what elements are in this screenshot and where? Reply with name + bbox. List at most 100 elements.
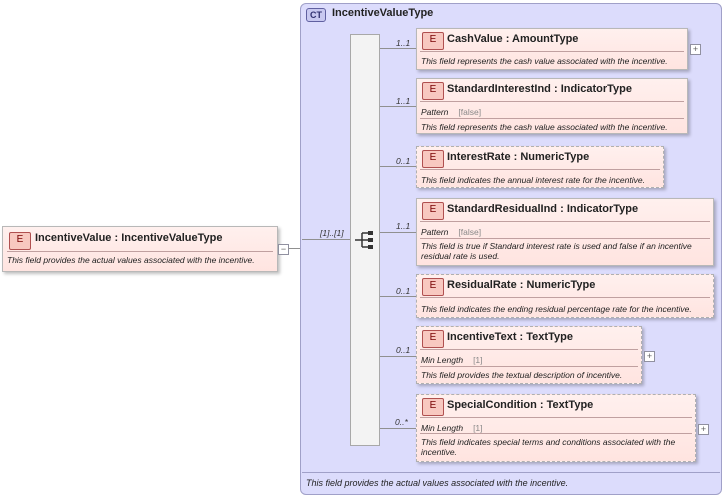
separator (420, 51, 684, 52)
separator (420, 169, 660, 170)
facet-label: Min Length (421, 355, 464, 365)
element-description: This field indicates the ending residual… (421, 304, 692, 314)
element-title: ResidualRate : NumericType (447, 279, 596, 291)
element-name: SpecialCondition (447, 399, 537, 411)
element-cash-value[interactable]: E CashValue : AmountType This field repr… (416, 28, 688, 70)
element-title: IncentiveText : TextType (447, 331, 573, 343)
element-type: IndicatorType (566, 203, 639, 215)
cardinality-label: 1..1 (396, 221, 411, 231)
element-name: CashValue (447, 33, 503, 45)
connector-line (380, 166, 416, 167)
cardinality-label: 0..1 (396, 345, 411, 355)
connector-line (288, 248, 302, 249)
facet-label: Min Length (421, 423, 464, 433)
expand-toggle[interactable]: + (698, 424, 709, 435)
cardinality-label: 0..1 (396, 286, 411, 296)
complex-type-title: IncentiveValueType (332, 7, 434, 19)
element-type: NumericType (526, 279, 596, 291)
element-title: InterestRate : NumericType (447, 151, 590, 163)
sequence-icon[interactable] (354, 230, 376, 250)
complex-type-badge: CT (306, 8, 326, 22)
element-residual-rate[interactable]: E ResidualRate : NumericType This field … (416, 274, 714, 318)
element-facet: Min Length [1] (421, 423, 483, 433)
complex-type-footer: This field provides the actual values as… (306, 478, 569, 488)
element-badge: E (422, 32, 444, 50)
element-standard-residual-ind[interactable]: E StandardResidualInd : IndicatorType Pa… (416, 198, 714, 266)
facet-label: Pattern (421, 107, 449, 117)
element-interest-rate[interactable]: E InterestRate : NumericType This field … (416, 146, 664, 188)
root-element-name: IncentiveValue (35, 232, 112, 244)
element-badge: E (422, 330, 444, 348)
element-description: This field is true if Standard interest … (421, 241, 713, 261)
element-type: TextType (546, 399, 594, 411)
element-badge: E (422, 202, 444, 220)
connector-line (380, 428, 416, 429)
facet-value: [1] (473, 423, 483, 433)
element-type: IndicatorType (560, 83, 632, 95)
cardinality-label: 0..1 (396, 156, 411, 166)
element-facet: Pattern [false] (421, 227, 481, 237)
element-badge: E (422, 82, 444, 100)
facet-label: Pattern (421, 227, 449, 237)
description-line: incentive. (421, 447, 457, 457)
element-type: NumericType (520, 151, 590, 163)
description-line: residual rate is used. (421, 251, 500, 261)
separator (420, 297, 710, 298)
root-element-description: This field provides the actual values as… (7, 255, 255, 265)
connector-line (380, 356, 416, 357)
element-type: AmountType (512, 33, 579, 45)
element-description: This field indicates the annual interest… (421, 175, 645, 185)
root-element[interactable]: E IncentiveValue : IncentiveValueType Th… (2, 226, 278, 272)
facet-value: [false] (458, 227, 482, 237)
separator (420, 349, 638, 350)
expand-toggle[interactable]: + (690, 44, 701, 55)
separator (302, 472, 720, 473)
collapse-toggle[interactable]: − (278, 244, 289, 255)
separator (420, 238, 710, 239)
element-standard-interest-ind[interactable]: E StandardInterestInd : IndicatorType Pa… (416, 78, 688, 134)
element-name: ResidualRate (447, 279, 517, 291)
cardinality-label: 1..1 (396, 96, 411, 106)
expand-toggle[interactable]: + (644, 351, 655, 362)
element-title: SpecialCondition : TextType (447, 399, 594, 411)
separator (420, 101, 684, 102)
description-line: This field indicates special terms and c… (421, 437, 676, 447)
element-facet: Min Length [1] (421, 355, 483, 365)
separator (420, 118, 684, 119)
connector-line (380, 106, 416, 107)
connector-line (302, 239, 350, 240)
cardinality-label: 0..* (395, 417, 408, 427)
root-element-type: IncentiveValueType (121, 232, 223, 244)
element-badge: E (422, 150, 444, 168)
element-badge: E (9, 232, 31, 250)
separator (420, 433, 692, 434)
element-name: IncentiveText (447, 331, 517, 343)
connector-line (380, 232, 416, 233)
element-badge: E (422, 278, 444, 296)
root-element-title: IncentiveValue : IncentiveValueType (35, 232, 223, 244)
element-badge: E (422, 398, 444, 416)
element-facet: Pattern [false] (421, 107, 481, 117)
element-title: StandardInterestInd : IndicatorType (447, 83, 632, 95)
description-line: This field is true if Standard interest … (421, 241, 692, 251)
facet-value: [1] (473, 355, 483, 365)
element-type: TextType (526, 331, 573, 343)
element-description: This field provides the textual descript… (421, 370, 623, 380)
element-name: StandardInterestInd (447, 83, 551, 95)
facet-value: [false] (458, 107, 482, 117)
connector-line (380, 48, 416, 49)
cardinality-label: 1..1 (396, 38, 411, 48)
element-special-condition[interactable]: E SpecialCondition : TextType Min Length… (416, 394, 696, 462)
element-description: This field represents the cash value ass… (421, 56, 668, 66)
element-title: StandardResidualInd : IndicatorType (447, 203, 639, 215)
element-incentive-text[interactable]: E IncentiveText : TextType Min Length [1]… (416, 326, 642, 384)
separator (420, 417, 692, 418)
separator (7, 251, 273, 252)
separator (420, 366, 638, 367)
separator (420, 221, 710, 222)
element-description: This field represents the cash value ass… (421, 122, 668, 132)
element-title: CashValue : AmountType (447, 33, 579, 45)
sequence-cardinality: [1]..[1] (320, 228, 344, 238)
connector-line (380, 296, 416, 297)
element-name: StandardResidualInd (447, 203, 558, 215)
